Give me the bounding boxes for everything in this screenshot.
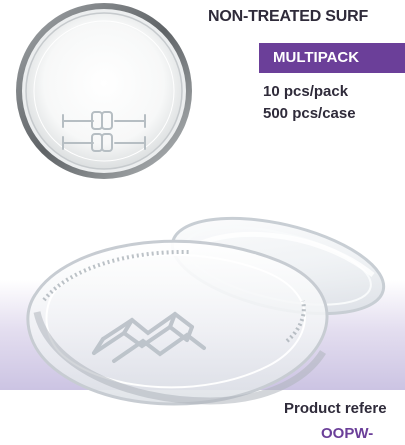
top-view-channel-pattern [62, 111, 146, 152]
case-quantity: 500 pcs/case [263, 105, 356, 122]
petri-dish-base [26, 239, 329, 406]
product-code: OOPW- [321, 425, 374, 442]
surface-title: NON-TREATED SURF [208, 8, 369, 25]
multipack-badge: MULTIPACK [259, 43, 405, 73]
open-dish-channel-pattern [92, 311, 206, 363]
top-view-petri-dish-icon [16, 3, 192, 179]
product-reference-label: Product refere [284, 400, 387, 417]
open-petri-dish-icon [26, 216, 386, 406]
pack-quantity: 10 pcs/pack [263, 83, 349, 100]
